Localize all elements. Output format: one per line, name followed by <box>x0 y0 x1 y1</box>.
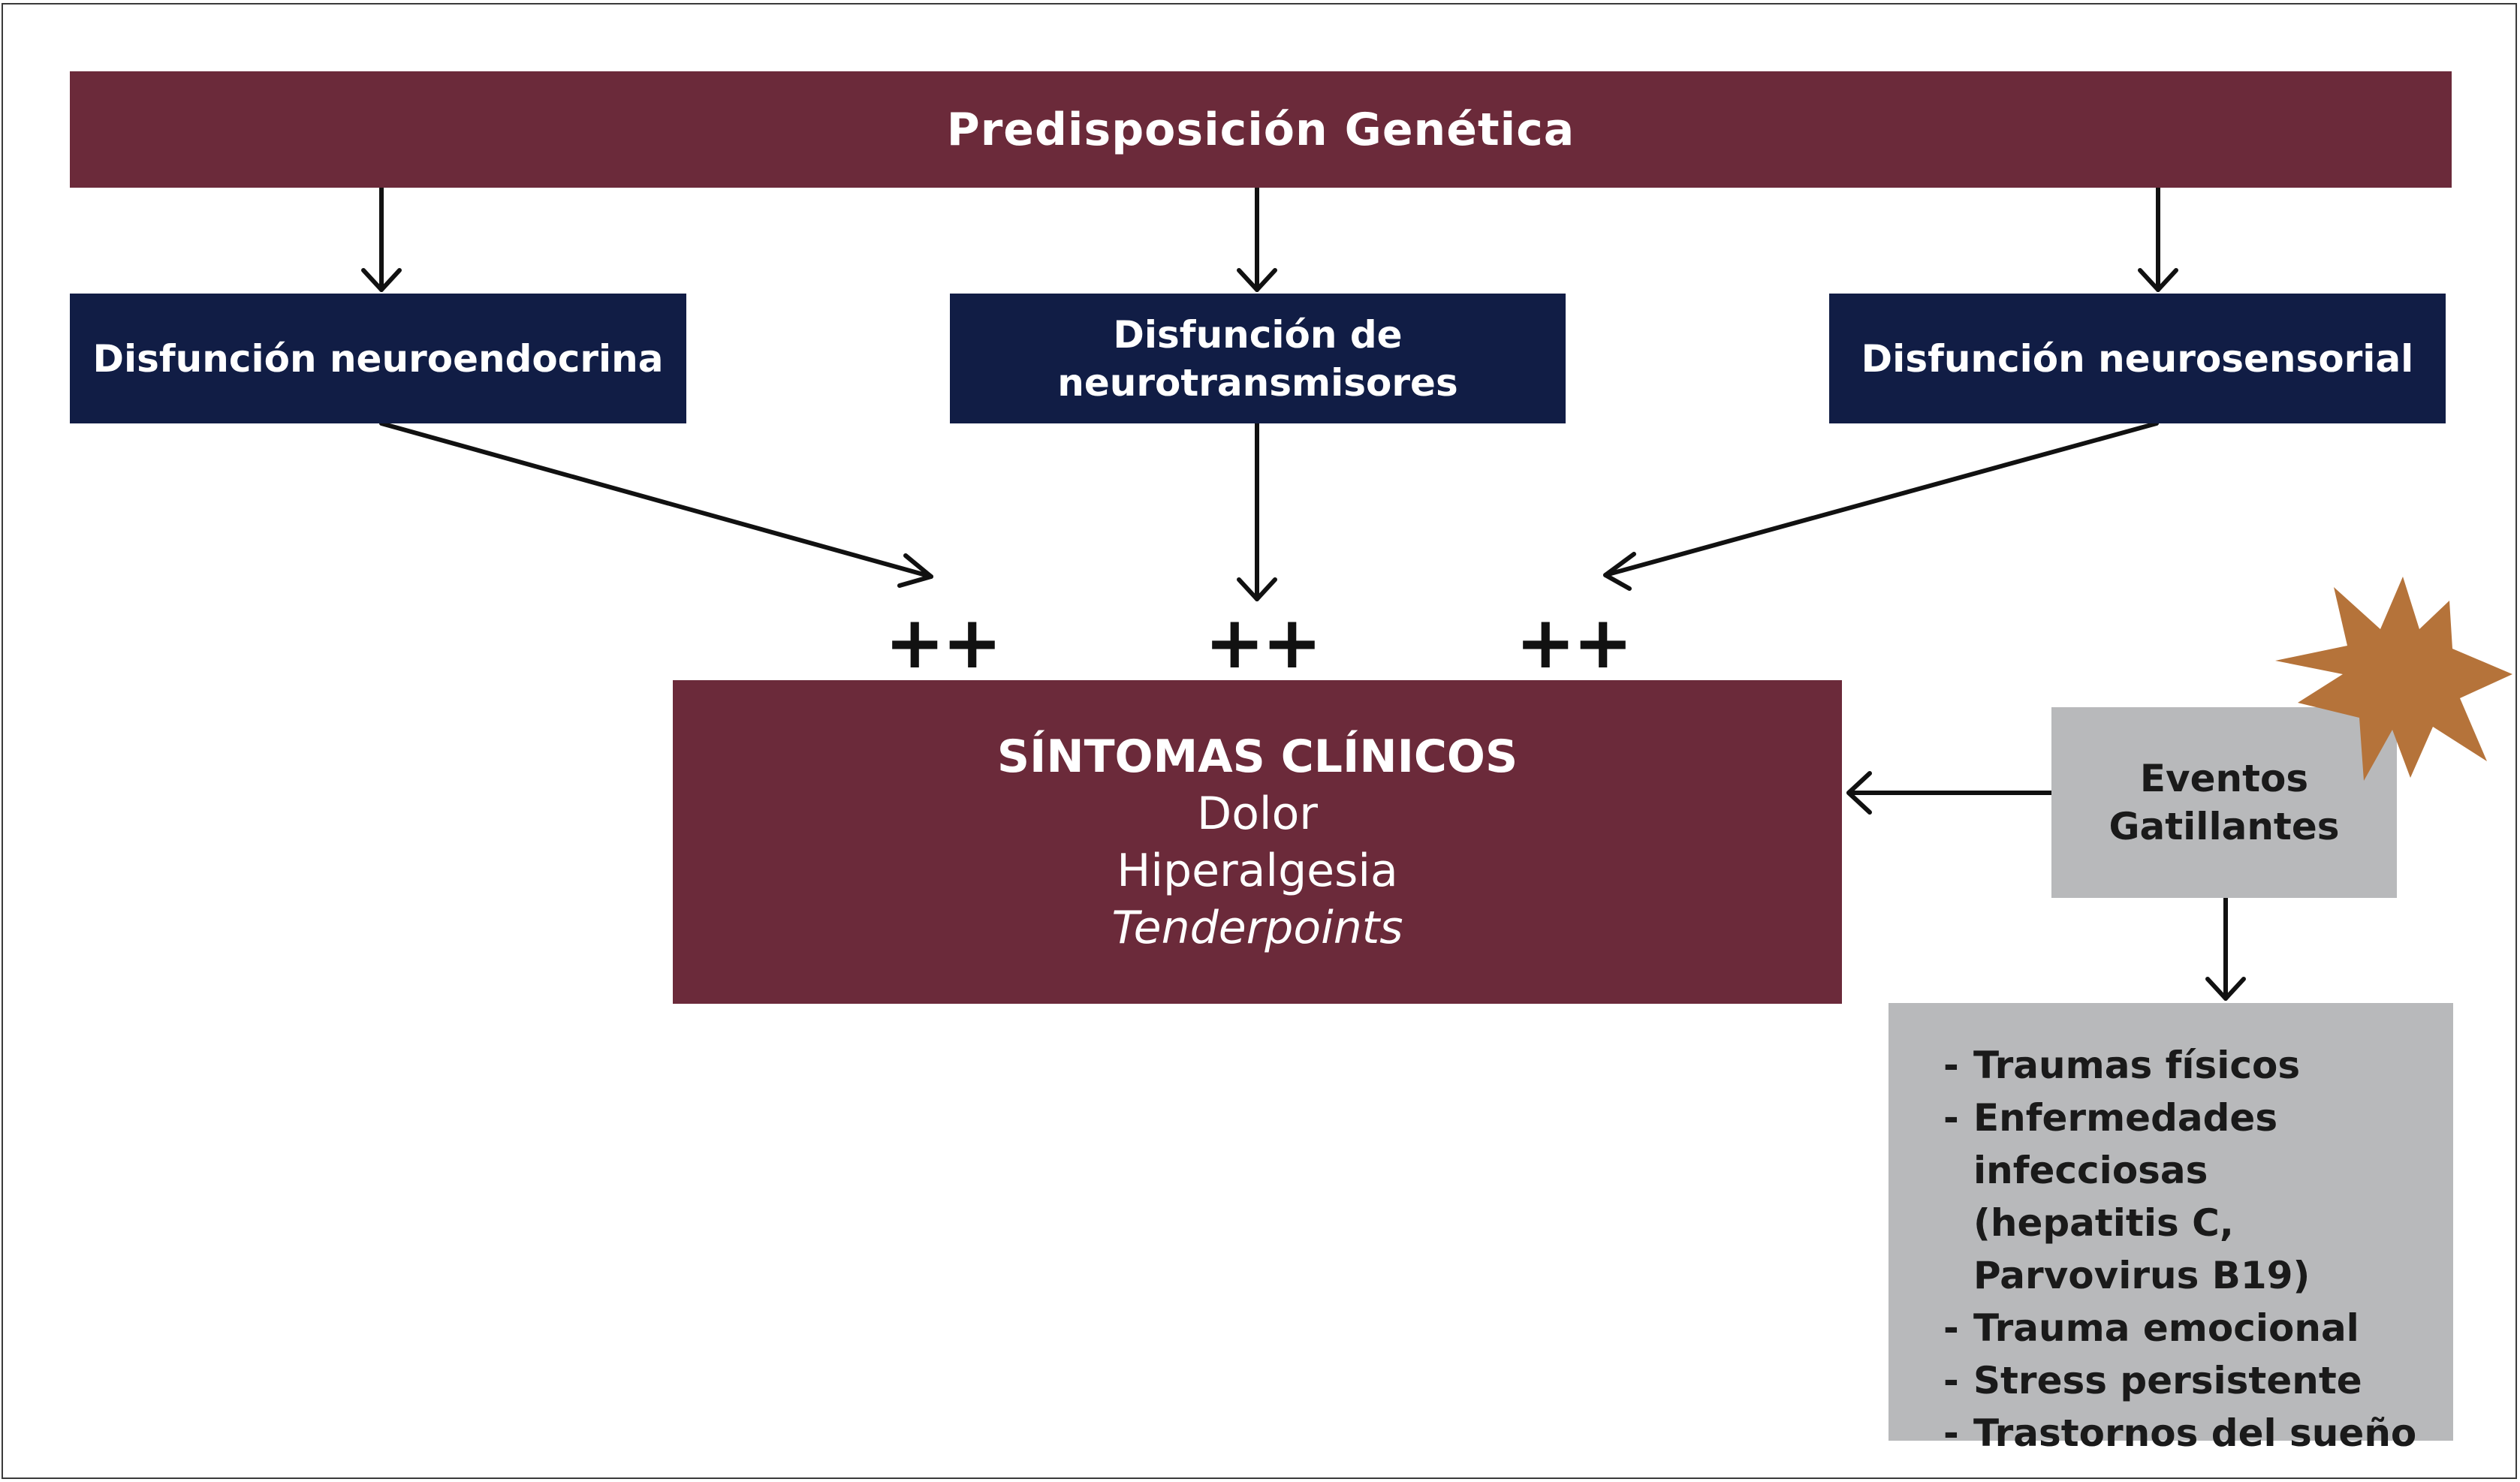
trigger-item: - Enfermedades infecciosas (hepatitis C,… <box>1943 1096 2311 1297</box>
neurosensory-box: Disfunción neurosensorial <box>1829 294 2446 423</box>
triggering-events-label-line2: Gatillantes <box>2109 805 2340 848</box>
trigger-item: - Trauma emocional <box>1943 1306 2359 1350</box>
plus-sign-left: ++ <box>885 601 1002 685</box>
trigger-item: - Stress persistente <box>1943 1359 2362 1402</box>
symptom-hyperalgesia: Hiperalgesia <box>1117 844 1398 897</box>
plus-sign-center: ++ <box>1204 601 1322 685</box>
triggering-events-box: Eventos Gatillantes <box>2051 707 2397 898</box>
plus-sign-right: ++ <box>1515 601 1633 685</box>
symptom-pain: Dolor <box>1197 787 1318 840</box>
arrow-neurosensory-to-plus <box>1603 421 2159 577</box>
triggering-events-label-line1: Eventos <box>2139 757 2309 800</box>
burst-icon <box>2275 577 2512 781</box>
diagram-frame <box>2 3 2517 1479</box>
clinical-symptoms-box: SÍNTOMAS CLÍNICOS Dolor Hiperalgesia Ten… <box>673 680 1842 1004</box>
clinical-symptoms-title: SÍNTOMAS CLÍNICOS <box>996 730 1518 783</box>
genetic-predisposition-label: Predisposición Genética <box>946 103 1575 156</box>
neurotransmitters-label: Disfunción de neurotransmisores <box>1057 312 1458 405</box>
triggers-list-box <box>1888 1003 2453 1441</box>
symptom-tenderpoints: Tenderpoints <box>1111 901 1403 954</box>
arrow-neuroendocrine-to-plus <box>379 421 933 579</box>
neuroendocrine-box: Disfunción neuroendocrina <box>70 294 686 423</box>
trigger-item: - Traumas físicos <box>1943 1044 2301 1087</box>
neurosensory-label: Disfunción neurosensorial <box>1861 336 2414 381</box>
genetic-predisposition-bar: Predisposición Genética <box>70 71 2452 188</box>
neuroendocrine-label: Disfunción neuroendocrina <box>92 336 664 381</box>
trigger-item: - Trastornos del sueño <box>1943 1411 2417 1455</box>
neurotransmitters-box: Disfunción de neurotransmisores <box>950 294 1566 423</box>
triggers-list: - Traumas físicos - Enfermedades infecci… <box>1943 1039 2424 1459</box>
